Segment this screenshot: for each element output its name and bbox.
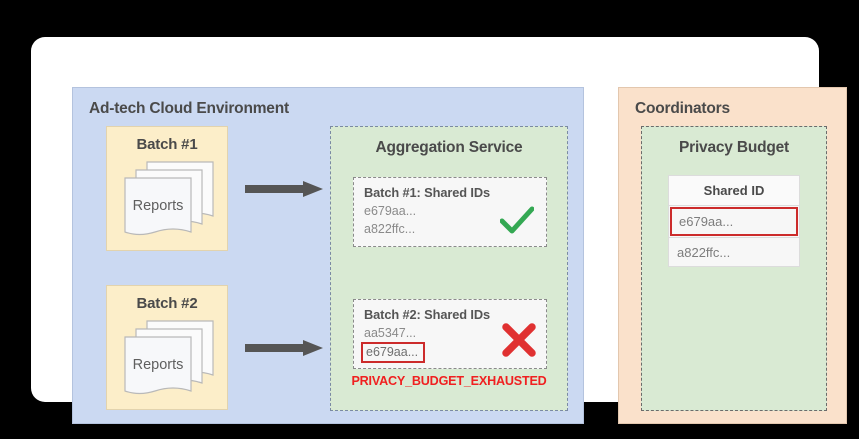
adtech-cloud-environment: Ad-tech Cloud Environment Batch #1 Repor… — [72, 87, 584, 424]
batch-1-shared-id-2: a822ffc... — [364, 222, 416, 236]
adtech-environment-title: Ad-tech Cloud Environment — [89, 100, 289, 117]
coordinators-title: Coordinators — [635, 100, 730, 117]
batch-1-result-title: Batch #1: Shared IDs — [364, 185, 491, 200]
error-cross-icon — [500, 322, 538, 358]
column-header-shared-id: Shared ID — [668, 175, 800, 206]
privacy-budget-title: Privacy Budget — [678, 139, 790, 156]
batch-2-title: Batch #2 — [136, 295, 198, 312]
reports-stack-icon: Reports — [121, 160, 217, 240]
batch-1-result-card: Batch #1: Shared IDs e679aa... a822ffc..… — [353, 177, 547, 247]
batch-2-shared-id-flagged: e679aa... — [361, 342, 426, 363]
shared-id-cell-highlighted: e679aa... — [668, 205, 800, 238]
batch-2-result-title: Batch #2: Shared IDs — [364, 307, 491, 322]
shared-id-value: e679aa... — [670, 207, 798, 236]
privacy-budget-error-message: PRIVACY_BUDGET_EXHAUSTED — [351, 374, 547, 388]
aggregation-service-panel: Aggregation Service Batch #1: Shared IDs… — [330, 126, 568, 411]
arrow-batch-2-to-aggregation — [245, 340, 323, 356]
reports-stack-icon: Reports — [121, 319, 217, 399]
batch-2-result-card: Batch #2: Shared IDs aa5347... e679aa... — [353, 299, 547, 369]
privacy-budget-panel: Privacy Budget Shared ID e679aa... a822f… — [641, 126, 827, 411]
batch-1-source-box: Batch #1 Reports — [106, 126, 228, 251]
diagram-card: Ad-tech Cloud Environment Batch #1 Repor… — [31, 37, 847, 424]
shared-id-cell: a822ffc... — [668, 237, 800, 267]
coordinators-environment: Coordinators Privacy Budget Shared ID e6… — [618, 87, 847, 424]
batch-2-source-box: Batch #2 Reports — [106, 285, 228, 410]
batch-1-title: Batch #1 — [136, 136, 198, 153]
table-row: e679aa... — [668, 205, 800, 238]
batch-2-shared-id-1: aa5347... — [364, 326, 417, 340]
success-check-icon — [499, 206, 535, 234]
aggregation-service-title: Aggregation Service — [375, 139, 523, 156]
table-header-row: Shared ID — [668, 175, 800, 206]
svg-text:Reports: Reports — [133, 357, 184, 373]
arrow-batch-1-to-aggregation — [245, 181, 323, 197]
table-row: a822ffc... — [668, 237, 800, 267]
batch-1-shared-id-1: e679aa... — [364, 204, 417, 218]
svg-text:Reports: Reports — [133, 198, 184, 214]
privacy-budget-table: Shared ID e679aa... a822ffc... — [668, 175, 800, 267]
